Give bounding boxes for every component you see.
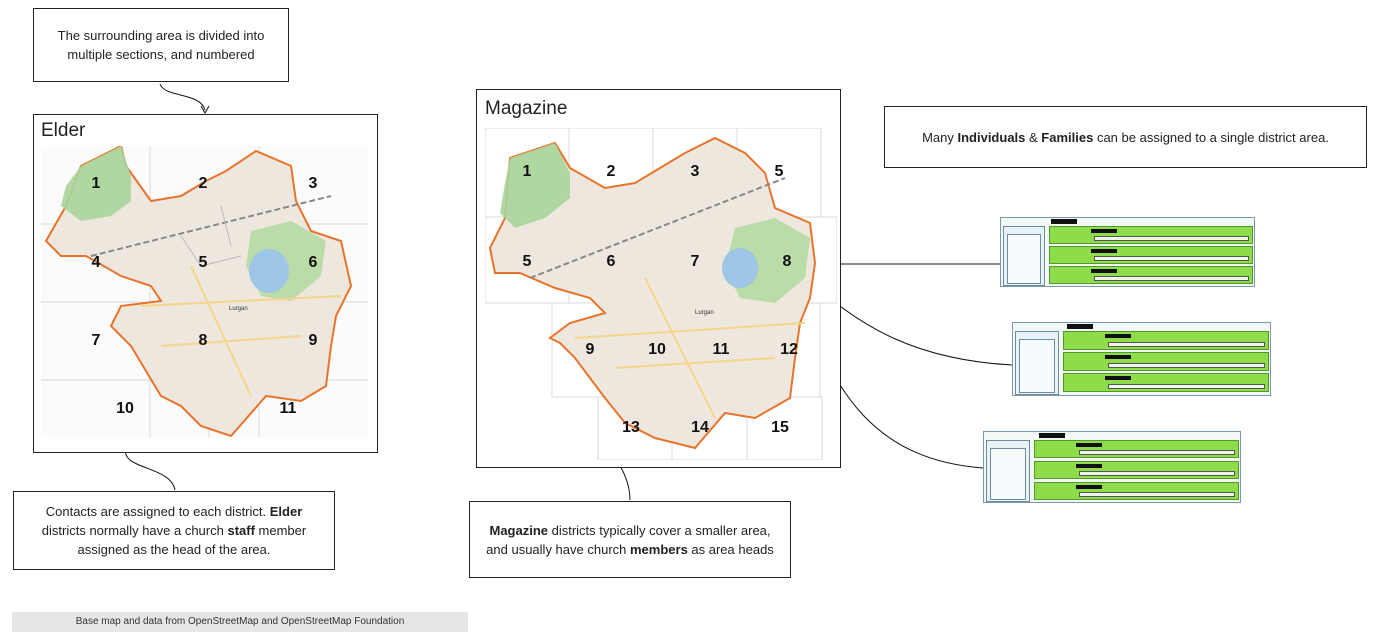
individuals-callout-text: Many Individuals & Families can be assig… [922,129,1329,145]
magazine-district-11: 11 [712,341,730,358]
family-card-2-member-1-tag [1105,334,1131,338]
family-card-2-member-3-tag [1105,376,1131,380]
elder-district-3: 3 [308,175,318,192]
family-card-1-member-1[interactable] [1049,226,1253,244]
elder-map[interactable]: 1 2 3 4 5 6 7 8 9 10 11 Lurgan [41,146,368,438]
magazine-district-3: 3 [690,163,700,180]
family-card-3-member-3-tag [1076,485,1102,489]
magazine-district-5a: 5 [774,163,784,180]
magazine-district-13: 13 [622,419,640,436]
family-card-1-member-3-tag [1091,269,1117,273]
family-card-2-member-2[interactable] [1063,352,1269,371]
elder-district-9: 9 [308,332,318,349]
elder-map-label: Lurgan [229,306,248,312]
magazine-district-15: 15 [771,419,789,436]
elder-district-4: 4 [91,254,101,271]
elder-district-2: 2 [198,175,208,192]
family-card-3-member-2-field [1079,471,1235,476]
family-card-2-avatar [1019,339,1055,393]
family-card-3-member-1-tag [1076,443,1102,447]
family-card-3-member-2[interactable] [1034,461,1239,479]
magazine-district-14: 14 [691,419,709,436]
family-card-1-member-1-field [1094,236,1249,241]
elder-district-7: 7 [91,332,101,349]
magazine-map-svg [485,128,837,460]
family-card-2-member-3[interactable] [1063,373,1269,392]
elder-district-6: 6 [308,254,318,271]
sections-callout: The surrounding area is divided into mul… [33,8,289,82]
family-card-1-member-3[interactable] [1049,266,1253,284]
attribution-footer: Base map and data from OpenStreetMap and… [12,612,468,632]
family-card-3[interactable] [983,431,1241,503]
elder-callout-text: Contacts are assigned to each district. … [41,504,307,557]
magazine-callout: Magazine districts typically cover a sma… [469,501,791,578]
family-card-2-member-2-field [1108,363,1265,368]
family-card-2-member-1[interactable] [1063,331,1269,350]
family-card-3-avatar [990,448,1026,500]
magazine-title: Magazine [485,98,568,119]
magazine-district-9: 9 [585,341,595,358]
elder-callout: Contacts are assigned to each district. … [13,491,335,570]
family-card-1-member-2[interactable] [1049,246,1253,264]
individuals-callout: Many Individuals & Families can be assig… [884,106,1367,168]
family-card-2-header [1067,324,1093,329]
family-card-1-avatar [1007,234,1041,284]
magazine-district-7: 7 [690,253,700,270]
magazine-district-1: 1 [522,163,532,180]
elder-district-10: 10 [116,400,134,417]
family-card-1-member-3-field [1094,276,1249,281]
elder-title: Elder [41,120,86,141]
family-card-2-member-3-field [1108,384,1265,389]
magazine-district-5b: 5 [522,253,532,270]
magazine-callout-text: Magazine districts typically cover a sma… [486,522,774,557]
family-card-3-member-3-field [1079,492,1235,497]
magazine-map-label: Lurgan [695,310,714,316]
elder-district-5: 5 [198,254,208,271]
family-card-2[interactable] [1012,322,1271,396]
family-card-1[interactable] [1000,217,1255,287]
elder-district-1: 1 [91,175,101,192]
family-card-2-member-1-field [1108,342,1265,347]
magazine-district-6: 6 [606,253,616,270]
elder-map-svg [41,146,368,438]
magazine-district-2: 2 [606,163,616,180]
family-card-3-member-1[interactable] [1034,440,1239,458]
family-card-3-header [1039,433,1065,438]
family-card-1-member-2-field [1094,256,1249,261]
family-card-3-member-1-field [1079,450,1235,455]
elder-district-8: 8 [198,332,208,349]
magazine-district-8: 8 [782,253,792,270]
magazine-district-10: 10 [648,341,666,358]
magazine-district-12: 12 [780,341,798,358]
sections-callout-text: The surrounding area is divided into mul… [57,28,265,62]
family-card-2-member-2-tag [1105,355,1131,359]
elder-district-11: 11 [279,400,297,417]
family-card-3-member-3[interactable] [1034,482,1239,500]
family-card-1-member-2-tag [1091,249,1117,253]
magazine-map[interactable]: 1 2 3 5 5 6 7 8 9 10 11 12 13 14 15 Lurg… [485,128,837,460]
family-card-3-member-2-tag [1076,464,1102,468]
family-card-1-member-1-tag [1091,229,1117,233]
family-card-1-header [1051,219,1077,224]
